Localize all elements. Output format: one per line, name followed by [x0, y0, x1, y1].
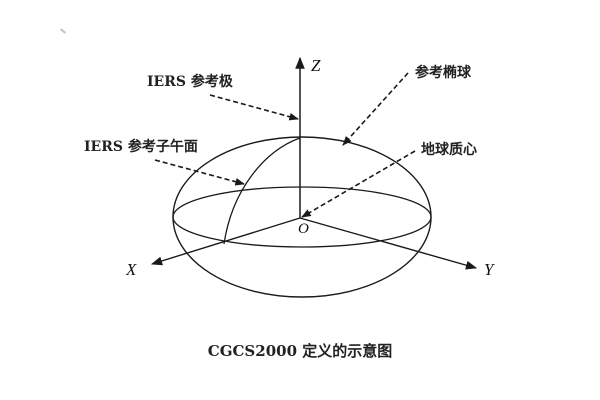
reference-meridian-arc [223, 137, 301, 245]
y-axis-label: Y [484, 260, 494, 279]
label-iers-reference-meridian: IERS 参考子午面 [84, 139, 198, 155]
label-reference-ellipsoid: 参考椭球 [415, 65, 471, 81]
leader-iers-pole [209, 94, 299, 121]
figure-caption: CGCS2000 定义的示意图 [207, 342, 393, 360]
x-axis-label: X [126, 260, 137, 279]
x-axis [150, 217, 301, 266]
leader-iers-meridian [154, 159, 245, 186]
equator-ellipse [172, 186, 432, 248]
leader-ellipsoid [342, 72, 409, 146]
label-iers-reference-pole: IERS 参考极 [147, 74, 233, 90]
leader-geocenter [301, 150, 416, 218]
label-earth-geocenter: 地球质心 [421, 142, 477, 158]
y-axis [299, 217, 478, 270]
origin-label: O [298, 221, 309, 237]
z-axis-label: Z [311, 56, 321, 75]
